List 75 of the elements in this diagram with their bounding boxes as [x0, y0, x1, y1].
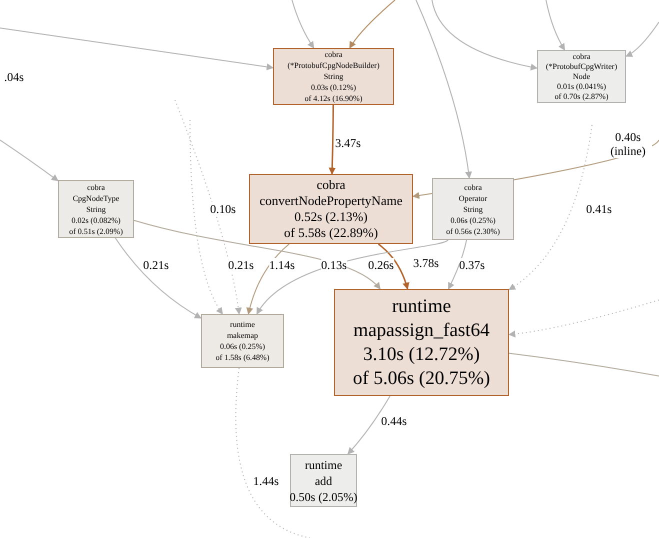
node-text: of 5.06s (20.75%): [352, 366, 490, 390]
node-text: 0.02s (0.082%): [71, 214, 121, 226]
node-text: of 1.58s (6.48%): [216, 352, 270, 363]
arrow: [0, 28, 274, 70]
edge-label: 0.10s: [210, 202, 236, 216]
node-text: 0.52s (2.13%): [294, 209, 368, 225]
function-box: [537, 50, 626, 103]
edge-label: 0.21s: [143, 258, 169, 272]
node-text: runtime: [230, 319, 255, 330]
edge-label: 3.47s: [335, 136, 361, 150]
node-text: 0.06s (0.25%): [450, 214, 496, 226]
function-box: [249, 174, 413, 244]
edge-label: 0.41s: [586, 202, 612, 216]
node-text: 0.50s (2.05%): [290, 488, 358, 504]
dotted-arrow: [508, 124, 592, 290]
arrow: [432, 0, 538, 70]
dotted-arrow: [174, 100, 242, 315]
node-text: of 0.70s (2.87%): [554, 92, 608, 102]
node-text: runtime: [392, 294, 452, 318]
arrow: [416, 0, 472, 179]
node-text: String: [324, 71, 344, 82]
edge-label: 0.44s: [381, 414, 407, 428]
dotted-arrow: [190, 120, 224, 315]
function-box: [58, 180, 134, 238]
node-text: of 4.12s (16.90%): [304, 93, 362, 104]
edge-label: 0.21s: [228, 258, 254, 272]
node-text: 0.03s (0.12%): [310, 82, 356, 93]
node-text: cobra: [87, 182, 105, 192]
edge-label: 1.14s: [269, 258, 295, 272]
node-text: convertNodePropertyName: [260, 193, 402, 209]
node-text: String: [86, 204, 106, 214]
node-text: of 0.51s (2.09%): [69, 226, 123, 236]
function-box: [273, 48, 394, 105]
node-text: runtime: [304, 456, 342, 472]
arrow: [328, 105, 336, 175]
function-box: [201, 314, 284, 368]
node-text: Node: [572, 72, 590, 82]
node-text: (*ProtobufCpgNodeBuilder): [288, 60, 380, 71]
node-text: CpgNodeType: [72, 192, 120, 204]
arrow: [134, 220, 381, 290]
edge-label: 0.26s: [368, 258, 394, 272]
edge-label: 0.13s: [321, 258, 347, 272]
node-text: cobra: [324, 49, 342, 60]
arrow: [378, 243, 410, 290]
edge-label: 3.78s: [413, 256, 439, 270]
node-text: cobra: [316, 177, 346, 193]
node-text: of 5.58s (22.89%): [284, 225, 378, 241]
arrow: [546, 0, 566, 51]
node-text: Operator: [458, 192, 488, 204]
node-text: cobra: [464, 182, 482, 192]
node-text: String: [463, 204, 483, 214]
node-text: of 0.56s (2.30%): [446, 226, 500, 236]
dotted-arrow: [508, 300, 659, 338]
node-text: makemap: [226, 330, 258, 341]
arrow: [625, 22, 659, 57]
arrow: [349, 0, 396, 49]
function-box: [334, 289, 509, 396]
arrow: [0, 140, 59, 182]
arrow: [347, 396, 390, 455]
function-box: [432, 178, 514, 240]
node-text: 0.06s (0.25%): [220, 341, 266, 352]
node-text: cobra: [572, 52, 590, 62]
node-text: 0.01s (0.041%): [556, 82, 606, 92]
arrow: [448, 240, 468, 290]
node-text: (*ProtobufCpgWriter): [546, 62, 618, 72]
edge-label: .04s: [4, 70, 24, 84]
function-box: [290, 454, 357, 507]
arrow: [292, 0, 314, 49]
edge-label: 1.44s: [253, 474, 279, 488]
node-text: mapassign_fast64: [353, 318, 490, 342]
arrow: [114, 238, 202, 319]
node-text: 3.10s (12.72%): [363, 342, 480, 366]
arrow: [246, 244, 290, 315]
edge-label: 0.37s: [459, 258, 485, 272]
node-text: add: [314, 472, 332, 488]
